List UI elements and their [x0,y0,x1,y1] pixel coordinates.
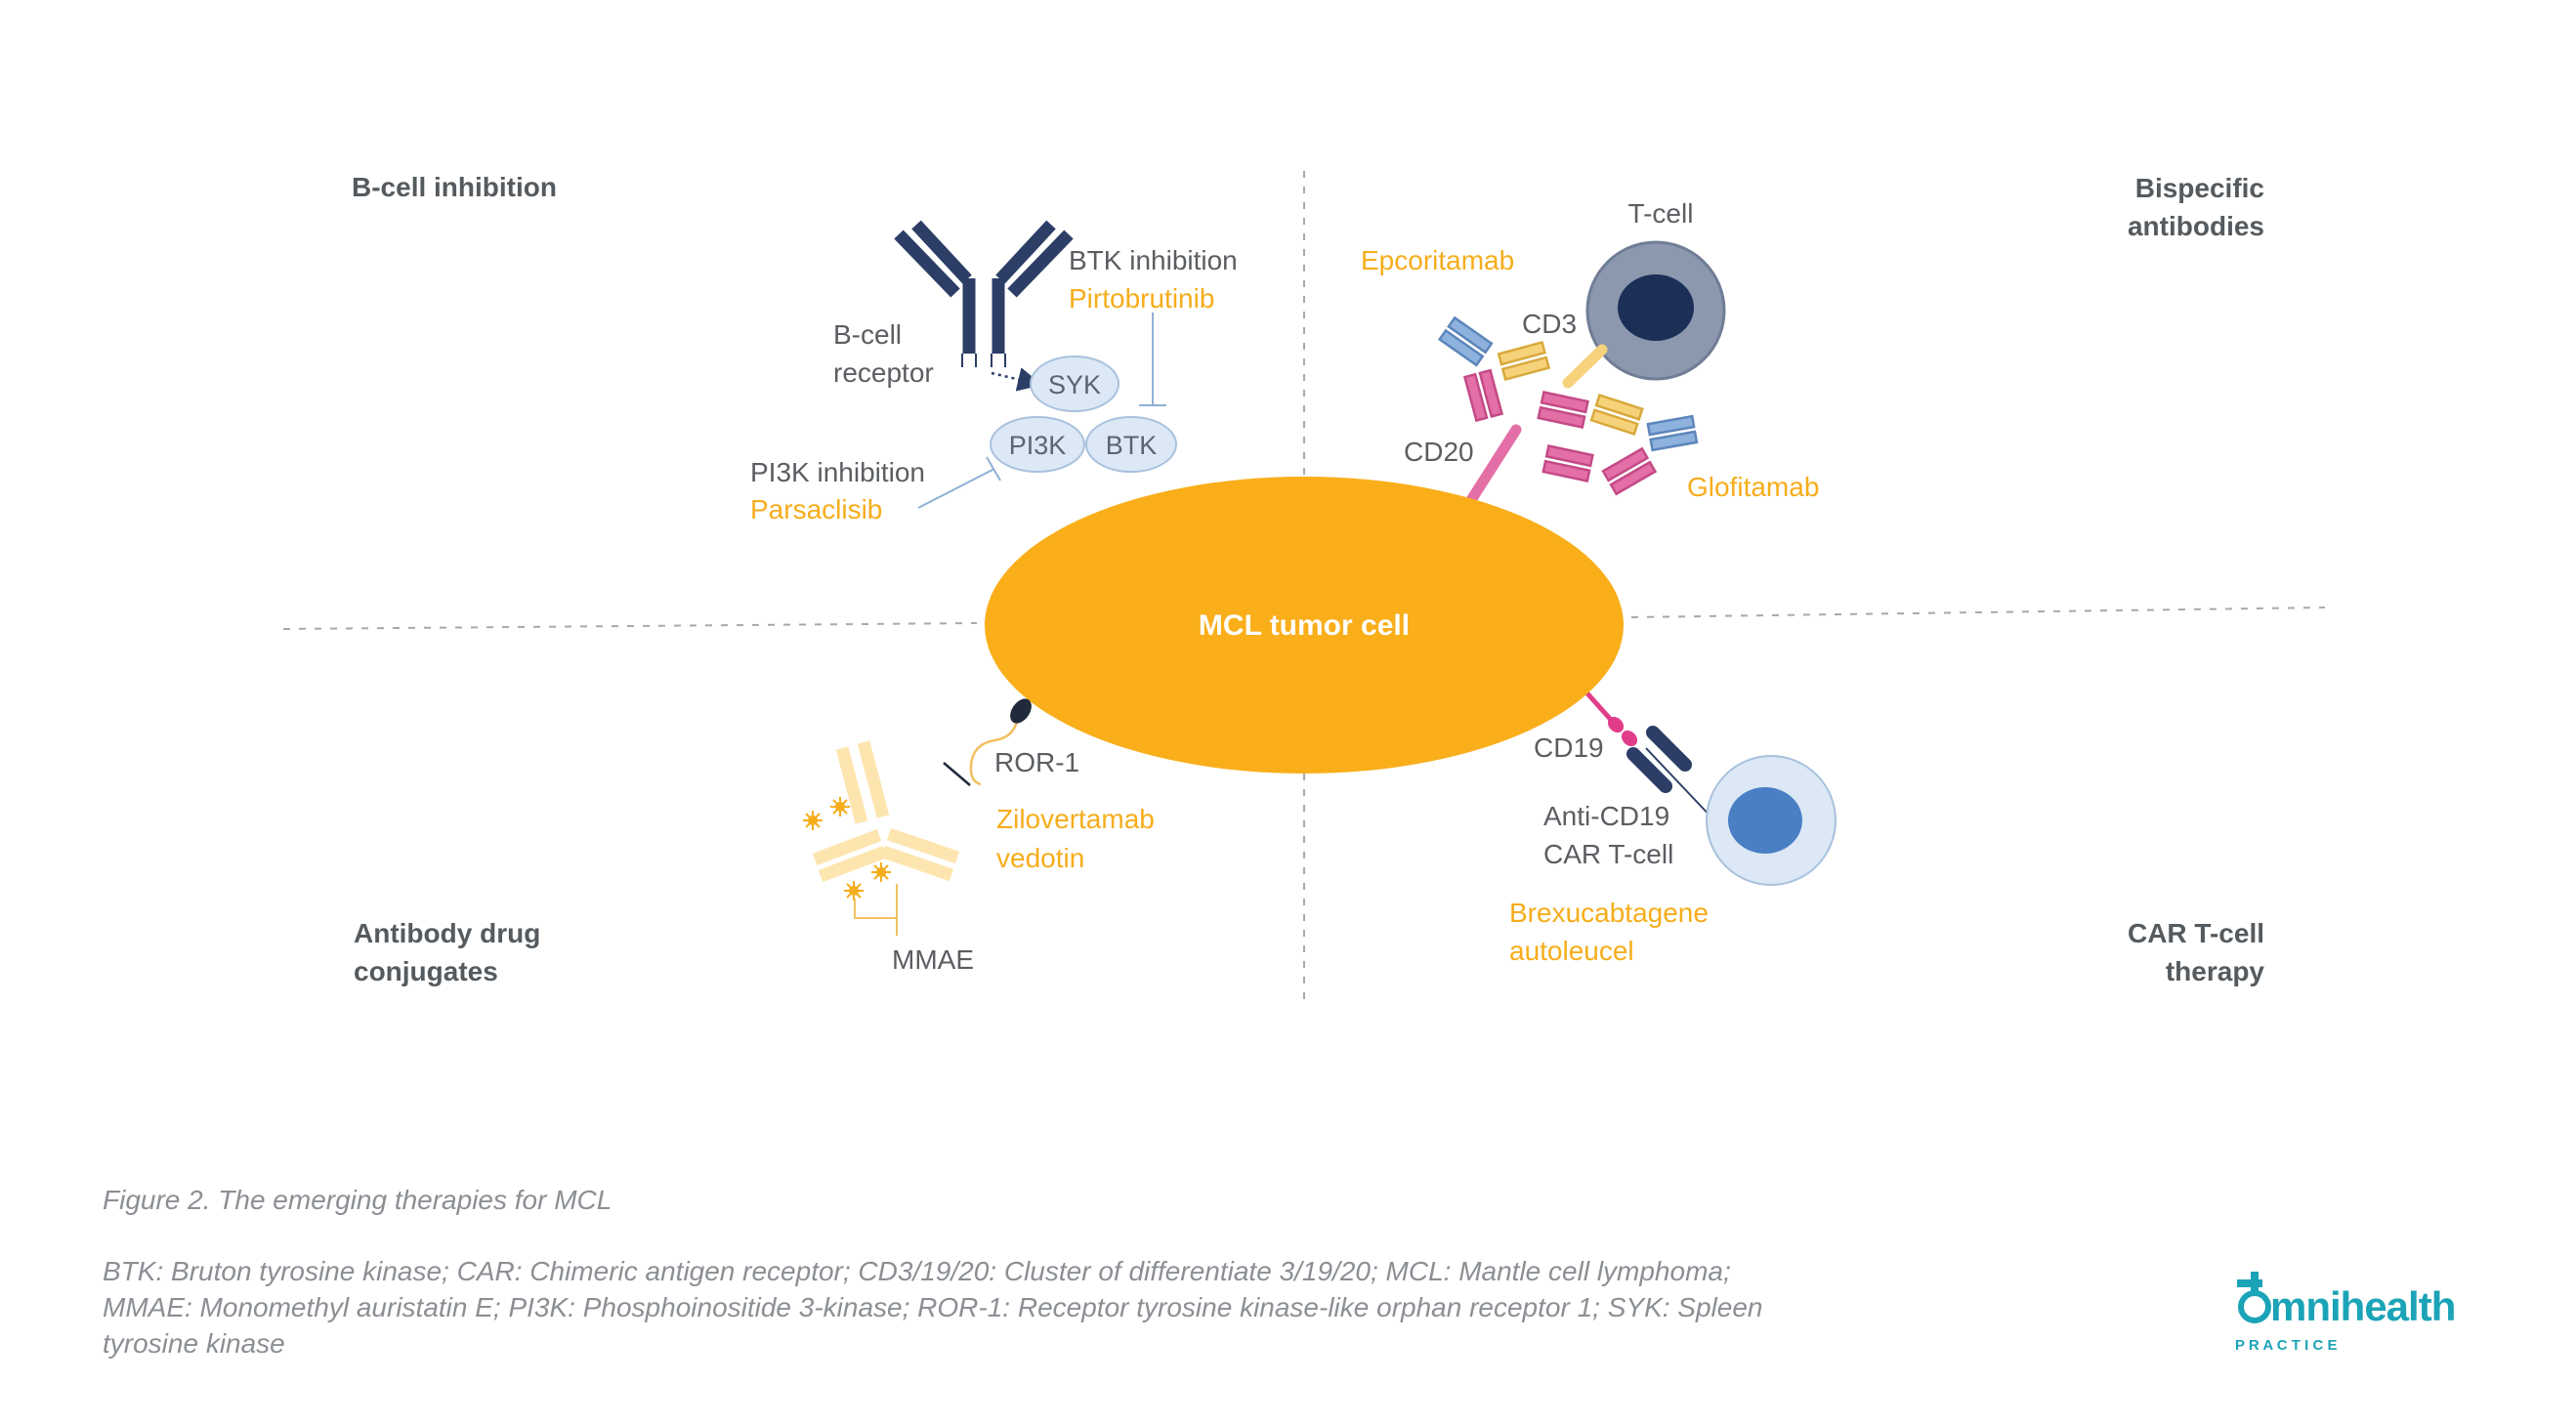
quadrant-dividers [282,171,2326,1006]
pi3k-drug-label: Parsaclisib [750,494,882,524]
cd19-receptor [1585,691,1638,747]
pi3k-pill: PI3K [990,416,1085,473]
car-t-cell-label-line1: Anti-CD19 [1543,801,1669,831]
t-cell-label: T-cell [1628,198,1694,229]
syk-pill: SYK [1030,356,1119,412]
abbreviations-line-2: MMAE: Monomethyl auristatin E; PI3K: Pho… [103,1292,1763,1322]
logo-subtitle: P R A C T I C E [2235,1337,2337,1354]
ror1-block-line [943,762,971,786]
ror1-label: ROR-1 [994,747,1079,777]
b-cell-receptor-label-line1: B-cell [833,319,902,350]
adc-drug-label-line2: vedotin [996,843,1084,873]
quadrant-title-b-cell: B-cell inhibition [352,172,557,202]
bispecific-antibody-fragments [1437,315,1699,506]
syk-activation-arrow [991,367,1042,392]
car-t-cell [1706,755,1837,886]
b-cell-receptor-icon [894,220,1074,367]
mcl-tumor-cell [985,477,1624,774]
abbreviations-line-3: tyrosine kinase [103,1328,285,1359]
pi3k-inhibition-label: PI3K inhibition [750,457,925,487]
car-t-drug-label-line2: autoleucel [1509,936,1634,966]
btk-drug-label: Pirtobrutinib [1069,283,1214,314]
figure-abbreviations: BTK: Bruton tyrosine kinase; CAR: Chimer… [103,1253,1762,1361]
cd3-label: CD3 [1522,309,1577,339]
car-receptor [1626,726,1715,821]
car-t-cell-label-line2: CAR T-cell [1543,839,1673,869]
mmae-label: MMAE [892,944,974,975]
quadrant-title-car-t-line1: CAR T-cell [2128,918,2264,948]
logo-plus-icon [2237,1272,2262,1291]
quadrant-title-bispecific-line1: Bispecific [2135,173,2264,203]
quadrant-title-adc-line2: conjugates [354,956,498,986]
figure-title: Figure 2. The emerging therapies for MCL [103,1185,612,1215]
t-cell [1585,240,1726,381]
quadrant-title-adc-line1: Antibody drug [354,918,540,948]
cd20-label: CD20 [1404,437,1474,467]
btk-label: BTK [1106,431,1158,460]
pi3k-label: PI3K [1009,431,1067,460]
btk-inhibition-label: BTK inhibition [1069,245,1238,275]
btk-inhibition-symbol [1139,313,1166,406]
quadrant-titles: B-cell inhibition Bispecific antibodies … [352,172,2264,986]
divider-horizontal-right [1630,607,2326,618]
btk-pill: BTK [1085,416,1177,473]
adc-drug-label-line1: Zilovertamab [996,804,1155,834]
b-cell-receptor-label-line2: receptor [833,357,934,388]
ror1-receptor [969,698,1032,786]
quadrant-title-car-t-line2: therapy [2166,956,2265,986]
quadrant-title-bispecific-line2: antibodies [2128,211,2264,241]
omnihealth-logo: mnihealth P R A C T I C E [2235,1272,2456,1354]
abbreviations-line-1: BTK: Bruton tyrosine kinase; CAR: Chimer… [103,1256,1731,1286]
epcoritamab-label: Epcoritamab [1361,245,1514,275]
car-t-drug-label-line1: Brexucabtagene [1509,898,1709,928]
cd19-label: CD19 [1534,733,1604,763]
logo-wordmark: mnihealth [2270,1283,2455,1329]
pi3k-inhibition-symbol [917,456,1001,509]
logo-o-ring [2238,1290,2271,1323]
glofitamab-label: Glofitamab [1687,472,1819,502]
mcl-tumor-cell-label: MCL tumor cell [1199,609,1410,642]
adc-antibody-icon [803,740,960,936]
divider-horizontal-left [282,622,978,630]
syk-label: SYK [1048,370,1101,399]
